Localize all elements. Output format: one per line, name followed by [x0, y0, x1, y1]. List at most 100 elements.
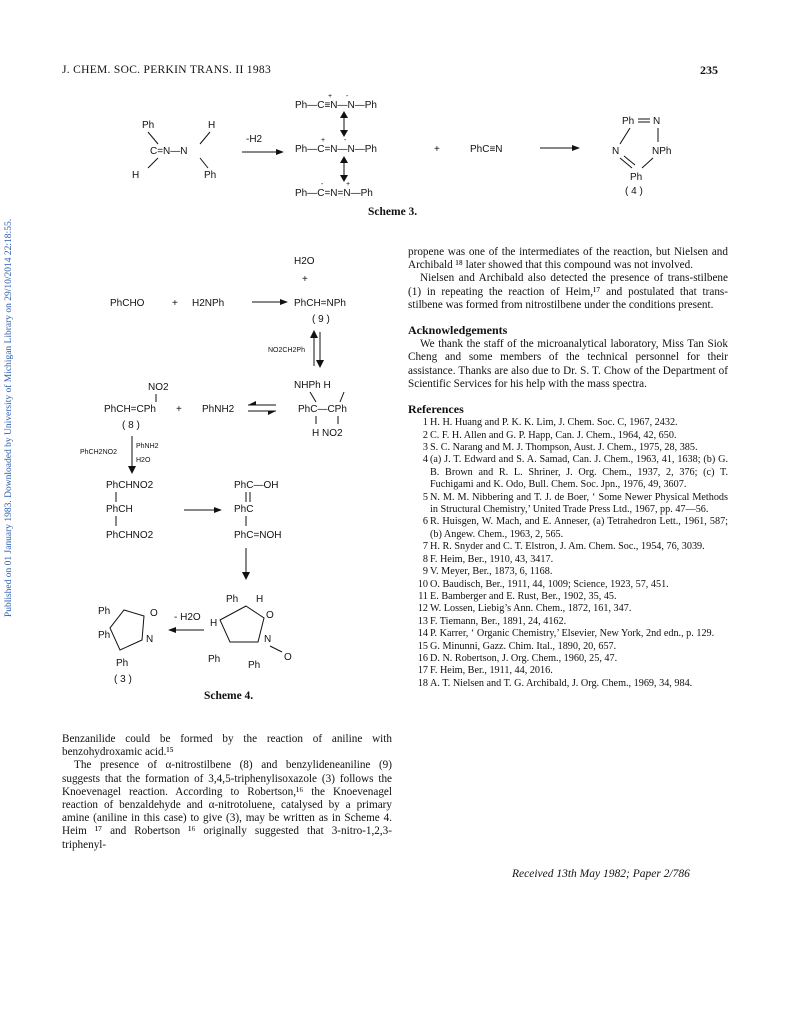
- received-date: Received 13th May 1982; Paper 2/786: [512, 868, 690, 880]
- aniline-label: H2NPh: [192, 298, 224, 309]
- right-column-text: propene was one of the intermediates of …: [408, 246, 728, 690]
- download-notice-text: Published on 01 January 1983. Downloaded…: [4, 218, 14, 617]
- plus-sign: +: [176, 404, 182, 415]
- svg-text:+: +: [321, 137, 325, 144]
- acknowledgements-heading: Acknowledgements: [408, 323, 508, 338]
- page-number: 235: [700, 63, 718, 77]
- phc-label: PhC: [234, 504, 253, 515]
- imine-9-label: PhCH=NPh: [294, 298, 346, 309]
- acknowledgements-text: We thank the staff of the microanalytica…: [408, 338, 728, 390]
- nph-label: NPh: [652, 146, 671, 157]
- ph-label: Ph: [622, 116, 634, 127]
- ph-label: Ph: [630, 172, 642, 183]
- h-label: H: [208, 120, 215, 131]
- compound-8-label: ( 8 ): [122, 420, 140, 431]
- phnh2-side-label: PhNH2: [136, 443, 159, 450]
- plus-sign: +: [172, 298, 178, 309]
- plus-sign: +: [302, 274, 308, 285]
- h2o-side-label: H2O: [136, 457, 151, 464]
- imine-label: C=N—N: [150, 146, 188, 157]
- adduct-top-label: NHPh H: [294, 380, 331, 391]
- h-label: H: [132, 170, 139, 181]
- aniline-label: PhNH2: [202, 404, 235, 415]
- svg-text:-: -: [321, 181, 324, 188]
- plus-sign: +: [434, 144, 440, 155]
- ph-label: Ph: [208, 654, 220, 665]
- scheme-4-caption: Scheme 4.: [204, 690, 254, 702]
- compound-9-label: ( 9 ): [312, 314, 330, 325]
- paragraph: The presence of α-nitrostilbene (8) and …: [62, 759, 392, 851]
- n-label: N: [653, 116, 660, 127]
- h-label: H: [210, 618, 217, 629]
- ph-label: Ph: [204, 170, 216, 181]
- nitrotoluene-label: NO2CH2Ph: [268, 347, 305, 354]
- svg-text:-: -: [346, 93, 349, 100]
- ph-label: Ph: [116, 658, 128, 669]
- oxime-label: PhC=NOH: [234, 530, 282, 541]
- phchno2-label: PhCHNO2: [106, 480, 154, 491]
- running-header: J. CHEM. SOC. PERKIN TRANS. II 1983: [62, 64, 272, 76]
- adduct-bottom-label: H NO2: [312, 428, 343, 439]
- ph-label: Ph: [142, 120, 154, 131]
- svg-text:+: +: [346, 181, 350, 188]
- phc-oh-label: PhC—OH: [234, 480, 278, 491]
- phchno2-label: PhCHNO2: [106, 530, 154, 541]
- paragraph: Benzanilide could be formed by the react…: [62, 733, 392, 759]
- water-label: H2O: [294, 256, 315, 267]
- compound-3-label: ( 3 ): [114, 674, 132, 685]
- benzonitrile-label: PhC≡N: [470, 144, 503, 155]
- paragraph: propene was one of the intermediates of …: [408, 246, 728, 272]
- nitrilimine-2: Ph—C=N—N—Ph: [295, 144, 377, 155]
- h-label: H: [256, 594, 263, 605]
- no2-label: NO2: [148, 382, 169, 393]
- references-heading: References: [408, 402, 464, 417]
- ph-label: Ph: [248, 660, 260, 671]
- phch-label: PhCH: [106, 504, 133, 515]
- svg-text:-: -: [344, 137, 347, 144]
- nitrilimine-3: Ph—C=N=N—Ph: [295, 188, 373, 199]
- download-notice[interactable]: Published on 01 January 1983. Downloaded…: [2, 185, 16, 650]
- o-label: O: [284, 652, 292, 663]
- n-label: N: [264, 634, 271, 645]
- o-label: O: [150, 608, 158, 619]
- minus-h2o-label: - H2O: [174, 612, 201, 623]
- benzaldehyde-label: PhCHO: [110, 298, 145, 309]
- n-label: N: [612, 146, 619, 157]
- n-label: N: [146, 634, 153, 645]
- compound-4-label: ( 4 ): [625, 186, 643, 197]
- paragraph: Nielsen and Archibald also detected the …: [408, 272, 728, 311]
- ph-label: Ph: [98, 630, 110, 641]
- ph-label: Ph: [226, 594, 238, 605]
- ph-label: Ph: [98, 606, 110, 617]
- phch2no2-label: PhCH2NO2: [80, 449, 117, 456]
- o-label: O: [266, 610, 274, 621]
- svg-text:+: +: [328, 93, 332, 100]
- reference-item: 4(a) J. T. Edward and S. A. Samad, Can. …: [422, 454, 728, 491]
- adduct-label: PhC—CPh: [298, 404, 347, 415]
- nitrilimine-1: Ph—C≡N—N—Ph: [295, 100, 377, 111]
- scheme-3-caption: Scheme 3.: [368, 206, 418, 218]
- nitrostilbene-label: PhCH=CPh: [104, 404, 156, 415]
- left-column-text: Benzanilide could be formed by the react…: [62, 733, 392, 852]
- scheme-4-figure: H2O + PhCHO + H2NPh PhCH=NPh ( 9 ) NO2CH…: [80, 256, 347, 685]
- minus-h2-label: -H2: [246, 134, 263, 145]
- scheme-3-figure: Ph H C=N—N H Ph -H2 Ph—C≡N—N—Ph + - Ph—C=…: [132, 93, 671, 199]
